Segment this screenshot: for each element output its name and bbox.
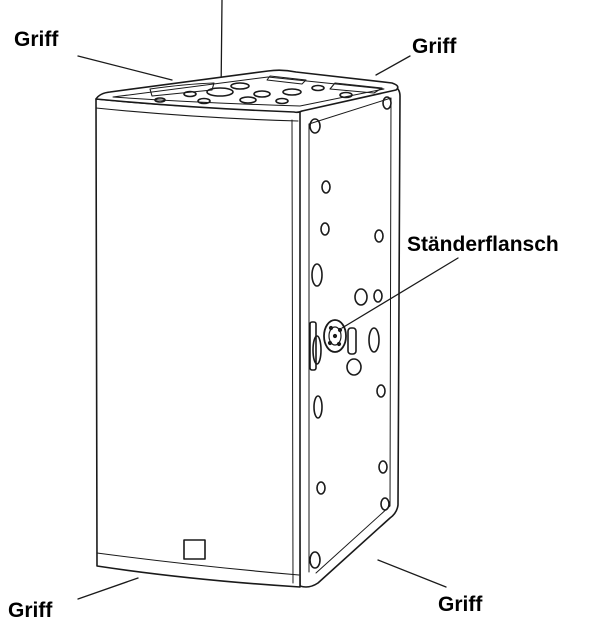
top-fitting-11 bbox=[339, 91, 353, 99]
side-hole-7 bbox=[312, 335, 322, 365]
side-hole-11 bbox=[313, 395, 323, 419]
label-bottom-left: Griff bbox=[8, 599, 53, 622]
side-hole-2 bbox=[320, 222, 330, 236]
top-fitting-2 bbox=[230, 82, 250, 90]
top-fitting-8 bbox=[197, 97, 211, 105]
side-corner-hole-bottom-right bbox=[380, 497, 390, 511]
label-side: Ständerflansch bbox=[407, 233, 559, 256]
side-hole-3 bbox=[374, 229, 384, 243]
top-fitting-6 bbox=[311, 84, 325, 92]
side-hole-13 bbox=[378, 460, 388, 474]
side-hole-6 bbox=[354, 288, 368, 306]
top-fitting-1 bbox=[206, 87, 234, 97]
side-corner-hole-top-right bbox=[382, 96, 392, 110]
leader-side bbox=[341, 257, 459, 329]
stand-flange bbox=[323, 319, 347, 353]
front-panel-bottom-bevel bbox=[96, 552, 300, 576]
leader-top-right bbox=[375, 55, 411, 76]
top-fitting-4 bbox=[253, 90, 271, 98]
top-fitting-9 bbox=[275, 97, 289, 105]
side-hole-4 bbox=[311, 263, 323, 287]
side-edge-slot-2 bbox=[347, 327, 357, 355]
front-panel-top-bevel bbox=[95, 107, 299, 122]
side-hole-9 bbox=[346, 358, 362, 376]
label-top-left: Griff bbox=[14, 28, 59, 51]
side-edge-slot-1 bbox=[309, 321, 317, 371]
top-fitting-7 bbox=[239, 96, 257, 104]
side-corner-hole-bottom-left bbox=[309, 551, 321, 569]
side-hole-8 bbox=[368, 327, 380, 353]
top-surface-inner-rim bbox=[112, 76, 385, 107]
side-panel-inner-edge bbox=[308, 97, 392, 574]
top-fitting-3 bbox=[183, 90, 197, 98]
front-handle bbox=[183, 539, 206, 560]
leader-bottom-left bbox=[77, 577, 139, 600]
top-fitting-5 bbox=[282, 88, 302, 96]
leader-top-left bbox=[77, 55, 173, 81]
leader-bottom-right bbox=[377, 559, 447, 588]
side-corner-hole-top-left bbox=[309, 118, 321, 134]
top-fitting-10 bbox=[154, 97, 166, 103]
front-right-edge bbox=[291, 119, 294, 584]
side-hole-1 bbox=[321, 180, 331, 194]
label-bottom-right: Griff bbox=[438, 593, 483, 616]
top-rear-grip-recess bbox=[266, 75, 307, 85]
side-panel bbox=[297, 85, 401, 588]
side-hole-12 bbox=[316, 481, 326, 495]
top-right-grip-recess bbox=[329, 82, 383, 94]
label-top-right: Griff bbox=[412, 35, 457, 58]
side-hole-10 bbox=[376, 384, 386, 398]
side-hole-5 bbox=[373, 289, 383, 303]
front-panel bbox=[95, 98, 301, 588]
top-left-grip-recess bbox=[149, 82, 215, 97]
